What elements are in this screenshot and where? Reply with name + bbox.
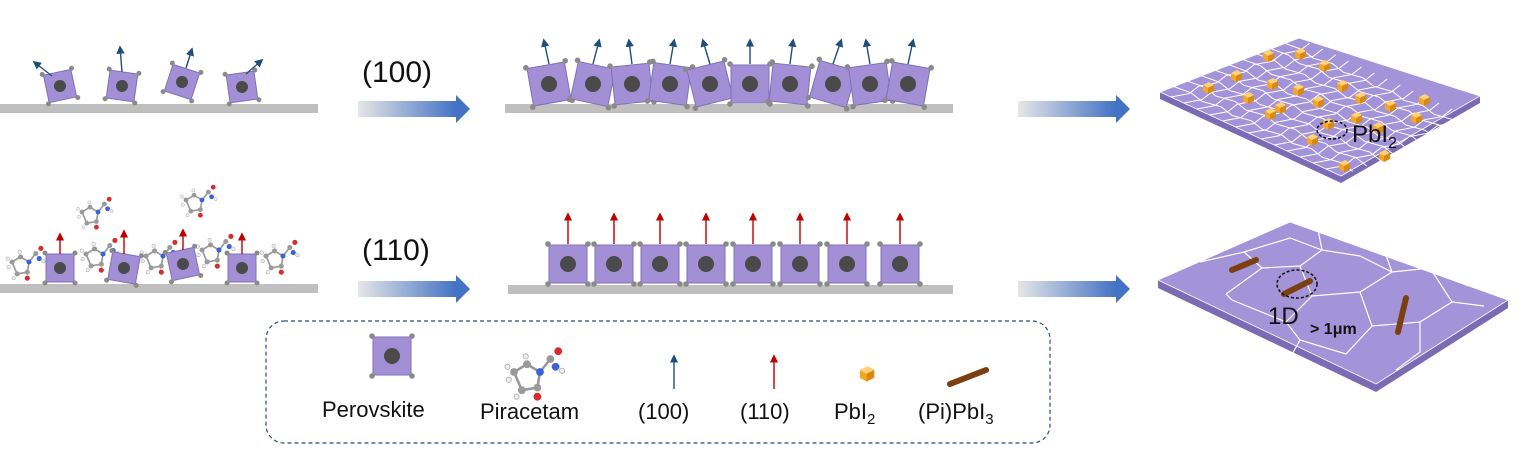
grain-boundary: [1209, 60, 1349, 116]
grain-boundary: [1284, 42, 1465, 129]
substrate-110-left: [0, 284, 318, 293]
legend-pipbi3-label: (Pi)PbI3: [918, 399, 994, 428]
row-100: (100): [0, 38, 1130, 123]
perovskite-block: [729, 240, 777, 288]
legend-pbi2-label: PbI2: [834, 399, 875, 428]
orientation-arrow-100: [907, 38, 916, 65]
legend-perovskite-icon: [368, 332, 416, 380]
perovskite-block: [590, 240, 638, 288]
legend: Perovskite Piracetam (100) (110) PbI2 (P…: [265, 320, 1051, 444]
perovskite-block: [843, 57, 897, 111]
grain-boundary: [1325, 114, 1466, 170]
perovskite-block: [522, 57, 576, 111]
grain-boundary: [1257, 53, 1437, 140]
perovskite-group-100-aligned: [522, 38, 935, 113]
orientation-arrow-100: [832, 38, 844, 65]
grain-boundary: [1173, 86, 1354, 172]
grain-boundary: [1170, 42, 1311, 98]
substrate-110-right: [508, 285, 953, 294]
orientation-arrow-100: [668, 38, 678, 65]
perovskite-block: [636, 240, 684, 288]
perovskite-group-110-aligned: [544, 212, 924, 288]
orientation-label-100: (100): [362, 56, 432, 89]
grain-boundary: [1235, 72, 1375, 128]
perovskite-block: [544, 240, 592, 288]
orientation-arrow-100: [625, 38, 634, 65]
grain-boundary: [1261, 84, 1401, 140]
pbi2-highlight-ring: [1316, 120, 1348, 140]
legend-pbi2-icon: [860, 366, 875, 382]
process-arrow-100: [358, 101, 456, 117]
one-d-highlight-ring: [1276, 269, 1318, 299]
substrate-100-right: [505, 104, 953, 113]
grain-boundary: [1248, 78, 1388, 134]
perovskite-block: [881, 57, 935, 111]
process-arrow-100-film: [1018, 101, 1116, 117]
orientation-label-110: (110): [362, 234, 430, 267]
grain-boundary: [1222, 66, 1362, 122]
perovskite-block: [876, 240, 924, 288]
perovskite-block: [823, 240, 871, 288]
orientation-arrow-100: [700, 38, 711, 65]
large-grain-boundaries: [1199, 229, 1485, 371]
grain-boundary: [1215, 69, 1395, 156]
process-arrow-110: [358, 281, 456, 297]
legend-perovskite-label: Perovskite: [322, 397, 425, 422]
substrate-100-left: [0, 104, 318, 113]
legend-piracetam-icon: [503, 345, 567, 402]
orientation-arrow-100: [862, 38, 872, 65]
legend-pipbi3-icon: [947, 367, 989, 387]
legend-box: [265, 320, 1051, 444]
orientation-arrow-100: [541, 38, 550, 65]
grain-boundary: [1201, 75, 1381, 161]
grain-boundary: [1187, 80, 1368, 167]
film-pipbi3: 1D > 1μm: [1157, 221, 1509, 392]
film-length-label: > 1μm: [1310, 321, 1357, 338]
process-arrow-110-film: [1018, 281, 1116, 297]
grain-boundary: [1312, 108, 1453, 164]
perovskite-block: [682, 240, 730, 288]
perovskite-group-110-left: [42, 228, 260, 289]
film-pbi2: PbI2: [1158, 37, 1481, 183]
perovskite-block: [776, 240, 824, 288]
perovskite-group-100-left: [32, 45, 264, 108]
orientation-arrow-100: [788, 38, 797, 65]
pipbi3-rods: [1229, 257, 1409, 335]
legend-arrow-110-label: (110): [740, 399, 790, 424]
film-pbi2-label: PbI2: [1352, 121, 1397, 152]
orientation-arrow-100: [592, 38, 602, 65]
grain-boundary: [1243, 59, 1423, 145]
perovskite-block: [764, 58, 816, 110]
legend-arrow-100-label: (100): [638, 399, 689, 424]
film-1d-label: 1D: [1268, 303, 1299, 330]
row-110: (110): [0, 184, 1130, 303]
legend-piracetam-label: Piracetam: [480, 399, 579, 424]
